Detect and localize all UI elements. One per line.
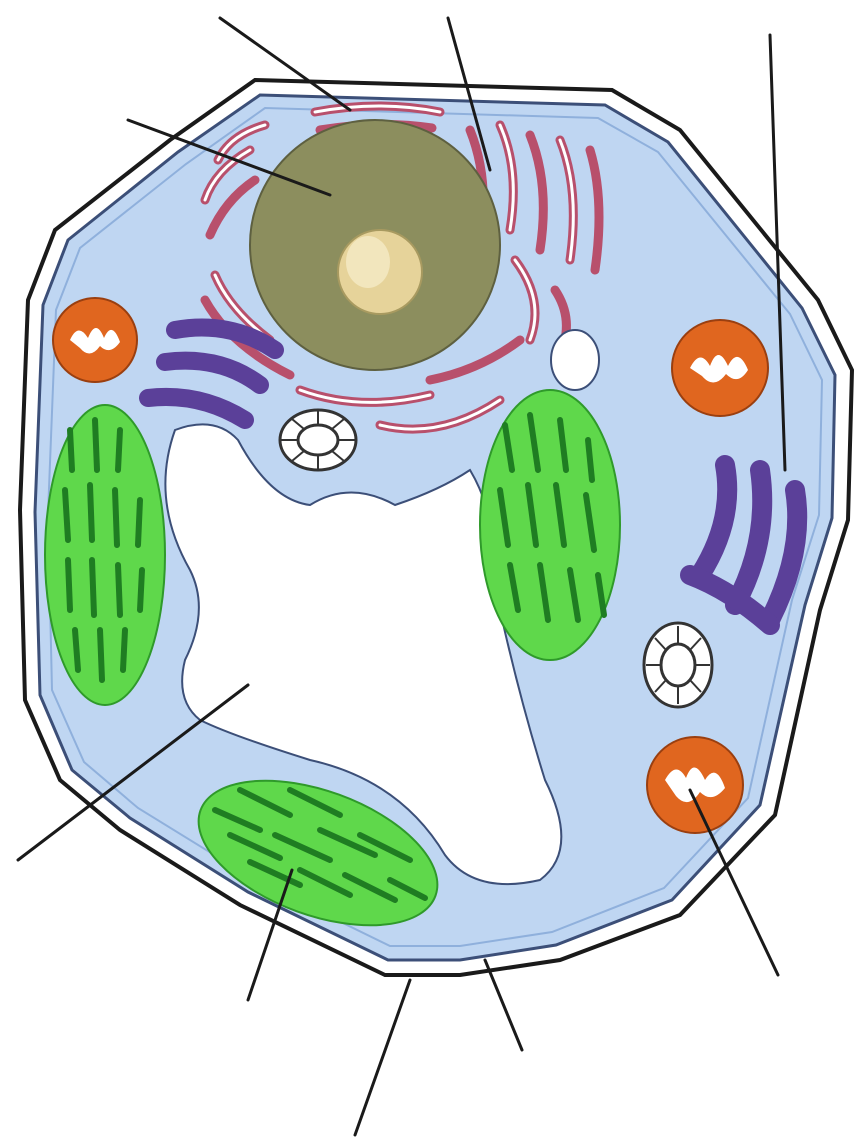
nucleolus-shade [346, 236, 390, 288]
mitochondrion-left [53, 298, 137, 382]
centriole-top [280, 410, 356, 470]
vesicle [551, 330, 599, 390]
chloroplast-left [45, 405, 165, 705]
mitochondrion-right [672, 320, 768, 416]
mitochondrion-bottom [647, 737, 743, 833]
leader-line-membrane [485, 960, 522, 1050]
leader-line-cell-wall [355, 980, 410, 1135]
centriole-right [644, 623, 712, 707]
chloroplast-right [480, 390, 620, 660]
